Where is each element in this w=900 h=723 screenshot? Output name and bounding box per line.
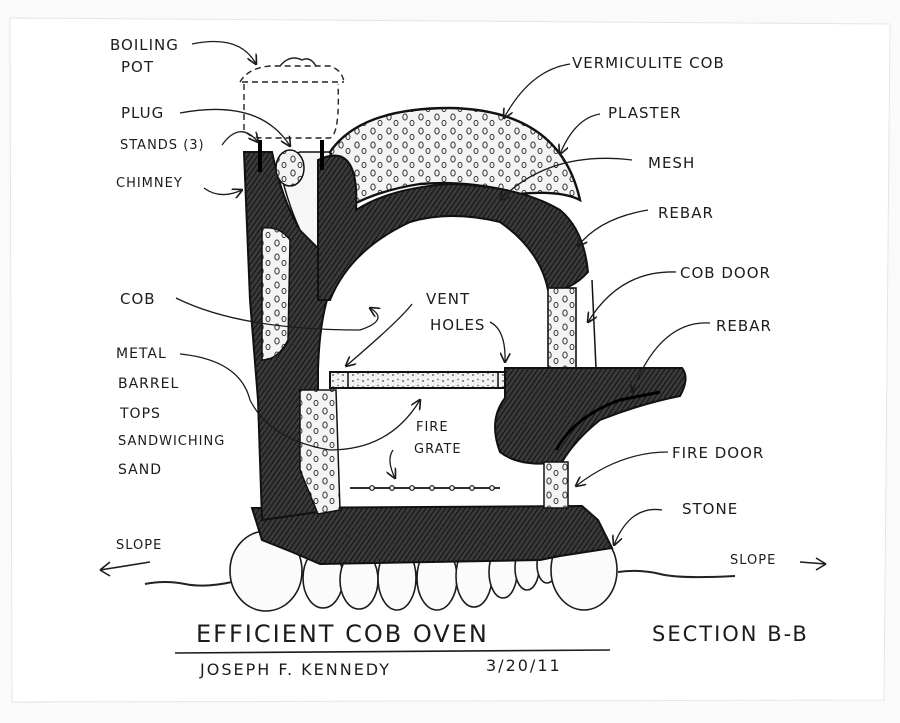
- boiling-pot: [239, 65, 345, 139]
- label-stone: STONE: [682, 500, 739, 518]
- label-metal-barrel: METAL: [116, 346, 167, 362]
- label-plaster: PLASTER: [608, 104, 682, 122]
- right-arrow-icon: [799, 557, 827, 571]
- left-arrow-icon: [99, 561, 151, 577]
- label-metal-barrel-line5: SAND: [118, 462, 162, 478]
- cob-door-pillar: [547, 287, 577, 371]
- label-rebar-dome: REBAR: [658, 204, 714, 222]
- fire-door-pillar: [543, 461, 569, 509]
- drawing-title: EFFICIENT COB OVEN: [196, 620, 489, 648]
- label-plug: PLUG: [121, 104, 165, 122]
- label-chimney: CHIMNEY: [116, 176, 183, 191]
- label-cob: COB: [120, 290, 156, 308]
- label-metal-barrel-line4: SANDWICHING: [118, 434, 226, 449]
- drawing-author: JOSEPH F. KENNEDY: [200, 660, 392, 679]
- ground-line-right: [617, 569, 736, 579]
- chimney-plug: [275, 149, 305, 187]
- dome-vermiculite: [328, 106, 582, 208]
- label-boiling-pot: BOILING: [110, 36, 179, 54]
- label-fire-grate-line2: GRATE: [414, 442, 462, 457]
- label-vermiculite-cob: VERMICULITE COB: [572, 54, 725, 72]
- label-rebar-shelf: REBAR: [716, 317, 772, 335]
- label-metal-barrel-line2: BARREL: [118, 376, 180, 392]
- dome-cob-arch: [317, 154, 590, 301]
- leader-lines: [175, 40, 711, 546]
- label-mesh: MESH: [648, 154, 696, 172]
- firebox-insulation: [299, 389, 341, 515]
- vermiculite-left: [261, 227, 291, 361]
- shelf-rebar: [554, 390, 661, 451]
- label-boiling-pot-line2: POT: [121, 58, 155, 76]
- ground-line-left: [144, 581, 233, 587]
- label-stands: STANDS (3): [120, 138, 205, 153]
- barrel-tops-sand: [329, 371, 511, 389]
- section-label: SECTION B-B: [652, 622, 809, 646]
- label-vent-holes: VENT: [426, 290, 471, 308]
- label-slope-left: SLOPE: [116, 538, 163, 553]
- label-vent-holes-line2: HOLES: [430, 316, 486, 334]
- label-fire-grate: FIRE: [416, 420, 449, 435]
- title-underline: [174, 649, 611, 654]
- drawing-date: 3/20/11: [486, 656, 562, 675]
- label-cob-door: COB DOOR: [680, 264, 771, 282]
- label-slope-right: SLOPE: [730, 553, 777, 568]
- cob-base-slab: [250, 504, 614, 566]
- label-fire-door: FIRE DOOR: [672, 444, 765, 462]
- label-metal-barrel-line3: TOPS: [120, 406, 161, 422]
